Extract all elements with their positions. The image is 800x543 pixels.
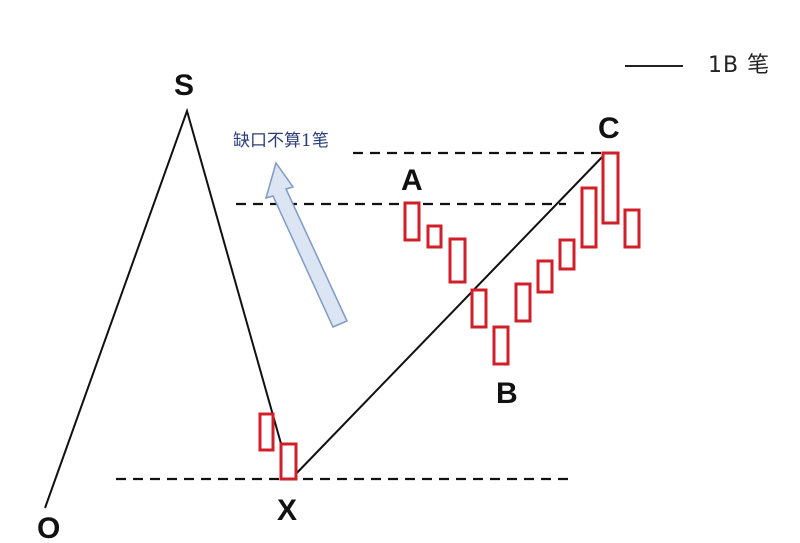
point-label-s: S xyxy=(174,69,194,102)
point-label-x: X xyxy=(277,494,297,527)
gap-arrow-icon xyxy=(264,161,349,328)
candle xyxy=(470,288,488,329)
candle xyxy=(426,224,443,249)
point-label-c: C xyxy=(598,112,620,145)
candle xyxy=(601,151,620,225)
point-label-b: B xyxy=(496,377,518,410)
candle xyxy=(580,186,598,249)
candle xyxy=(258,412,275,452)
candle xyxy=(536,259,554,294)
gap-annotation: 缺口不算1笔 xyxy=(233,131,329,151)
candle xyxy=(558,238,576,271)
candle xyxy=(492,325,510,366)
candle xyxy=(448,237,467,284)
candle xyxy=(623,208,641,249)
point-label-o: O xyxy=(37,512,60,543)
legend-label: 1B 笔 xyxy=(708,53,770,78)
stroke-x-c xyxy=(290,152,607,480)
point-label-a: A xyxy=(401,164,423,197)
candle xyxy=(279,442,298,481)
candle xyxy=(403,201,421,242)
stroke-o-s-x xyxy=(44,107,292,509)
candle xyxy=(514,282,532,323)
